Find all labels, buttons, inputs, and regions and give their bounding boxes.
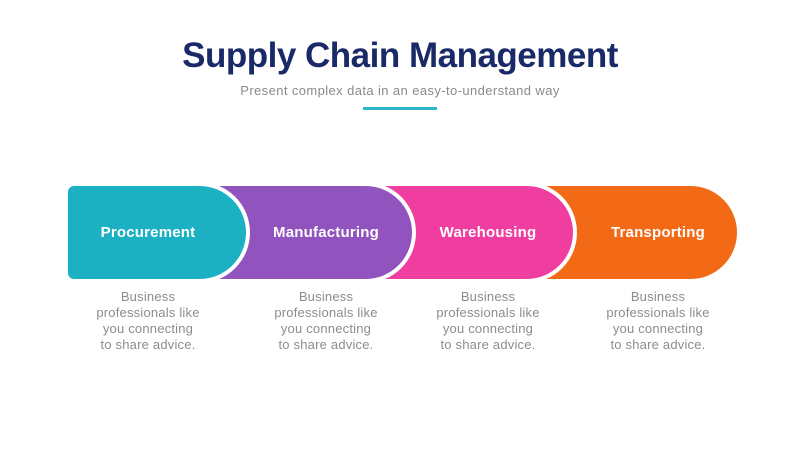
- description-line: Business: [120, 289, 176, 304]
- step-shape-procurement: [68, 186, 246, 279]
- header: Supply Chain Management Present complex …: [0, 0, 800, 111]
- accent-underline: [363, 107, 437, 111]
- description-line: Business: [630, 289, 686, 304]
- description-line: professionals like: [436, 305, 540, 320]
- description-line: to share advice.: [440, 337, 536, 352]
- step-label-warehousing: Warehousing: [439, 224, 537, 241]
- step-description-procurement: Business professionals like you connecti…: [63, 289, 233, 353]
- description-line: to share advice.: [278, 337, 374, 352]
- step-description-warehousing: Business professionals like you connecti…: [403, 289, 573, 353]
- description-line: professionals like: [606, 305, 710, 320]
- step-label-manufacturing: Manufacturing: [273, 224, 379, 241]
- step-label-procurement: Procurement: [100, 224, 196, 241]
- description-line: Business: [298, 289, 354, 304]
- description-line: Business: [460, 289, 516, 304]
- description-line: professionals like: [274, 305, 378, 320]
- description-line: you connecting: [102, 321, 194, 336]
- process-band: Procurement Manufacturing Warehousing Tr…: [0, 186, 800, 279]
- step-label-transporting: Transporting: [610, 224, 706, 241]
- step-description-transporting: Business professionals like you connecti…: [573, 289, 743, 353]
- step-description-manufacturing: Business professionals like you connecti…: [241, 289, 411, 353]
- description-line: professionals like: [96, 305, 200, 320]
- page-subtitle: Present complex data in an easy-to-under…: [240, 83, 560, 99]
- description-line: to share advice.: [610, 337, 706, 352]
- description-line: to share advice.: [100, 337, 196, 352]
- description-line: you connecting: [280, 321, 372, 336]
- page-title: Supply Chain Management: [182, 36, 618, 75]
- description-line: you connecting: [612, 321, 704, 336]
- description-line: you connecting: [442, 321, 534, 336]
